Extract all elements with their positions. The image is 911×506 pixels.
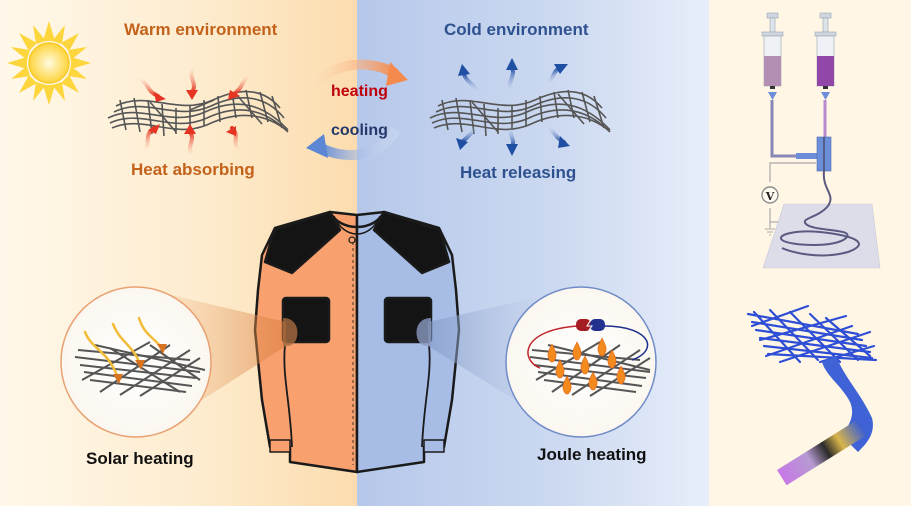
fiber-cable-illustration (746, 304, 878, 486)
syringe-left (761, 12, 784, 100)
collector-plate (762, 203, 881, 269)
moon-icon (638, 30, 688, 96)
ground-icon (765, 228, 775, 236)
flame-icons (547, 337, 626, 395)
heat-absorbing-arrows (138, 66, 250, 157)
left-shoulder-trim (263, 210, 342, 275)
voltmeter-icon: V (761, 186, 779, 204)
cooling-cycle-arrow (306, 127, 401, 161)
garment-illustration (253, 210, 461, 474)
cooling-label: cooling (331, 122, 388, 139)
warm-environment-title: Warm environment (124, 20, 278, 39)
svg-text:V: V (765, 190, 775, 203)
heating-label: heating (331, 83, 388, 100)
coaxial-cable (777, 419, 868, 486)
heat-releasing-arrows (456, 58, 570, 156)
cold-environment-title: Cold environment (444, 20, 589, 39)
sun-icon (7, 21, 91, 105)
fabric-mesh-cold (429, 89, 611, 137)
right-shoulder-trim (372, 210, 451, 275)
battery-icon (576, 319, 605, 331)
electrospinning-setup: V (761, 12, 881, 269)
solar-heating-label: Solar heating (86, 449, 194, 468)
joule-heating-detail (505, 286, 657, 438)
joule-heating-label: Joule heating (537, 445, 647, 464)
solar-heating-detail (60, 286, 212, 438)
heating-cycle-arrow (307, 59, 408, 92)
spun-fiber (780, 170, 860, 257)
syringe-right (814, 12, 837, 100)
fabric-mesh-warm (107, 89, 289, 137)
heat-releasing-label: Heat releasing (460, 163, 577, 182)
heat-absorbing-label: Heat absorbing (131, 160, 255, 179)
